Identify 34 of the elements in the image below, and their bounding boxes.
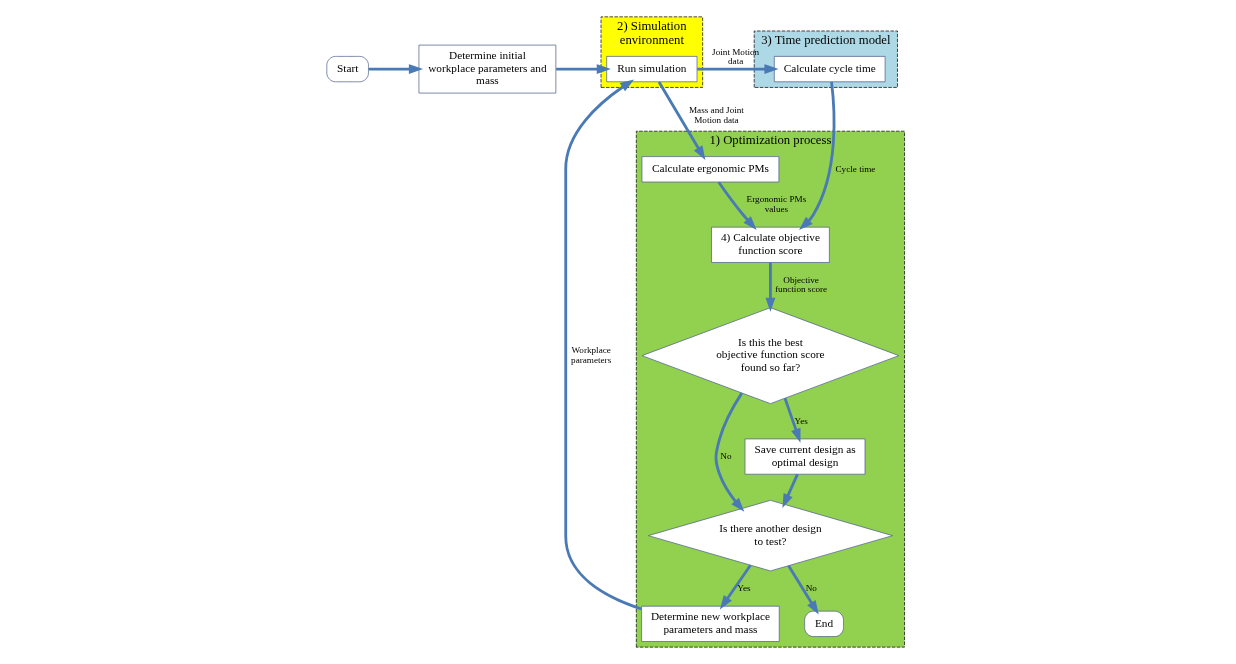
node-diamond: Is this the best objective function score found so far? (641, 307, 899, 404)
edge-label: Mass and Joint Motion data (688, 105, 744, 126)
node-box: Determine new workplace parameters and mass (640, 605, 780, 642)
arrow (781, 473, 799, 509)
node-diamond: Is there another design to test? (647, 500, 893, 572)
edge-label: No (719, 450, 732, 461)
edge-label: Yes (793, 415, 808, 426)
arrow (719, 564, 752, 610)
node-box: Determine initial workplace parameters and mass (418, 44, 556, 94)
edge-label: No (805, 582, 817, 593)
arrow (555, 64, 611, 75)
node-box: End (803, 610, 844, 637)
arrow (717, 181, 757, 231)
node-box: Start (325, 56, 369, 83)
arrow (786, 565, 819, 615)
node-box: Calculate cycle time (773, 56, 885, 83)
arrow (368, 64, 423, 75)
arrow (657, 81, 705, 161)
arrow (783, 397, 800, 443)
edge-label: Objective function score (774, 274, 827, 295)
edge-label: Joint Motion data (711, 46, 759, 67)
node-box: Calculate ergonomic PMs (641, 156, 779, 183)
edge-label: Ergonomic PMs values (746, 194, 806, 214)
node-box: 4) Calculate objective function score (710, 226, 830, 263)
arrow (563, 79, 642, 611)
arrow (714, 392, 744, 512)
node-box: Save current design as optimal design (744, 438, 865, 475)
edge-label: Yes (736, 582, 751, 593)
node-box: Run simulation (605, 56, 697, 83)
arrow (764, 262, 775, 312)
edge-label: Workplace parameters (570, 345, 611, 365)
arrow (798, 81, 835, 231)
edge-label: Cycle time (835, 163, 875, 174)
arrow (696, 64, 779, 75)
